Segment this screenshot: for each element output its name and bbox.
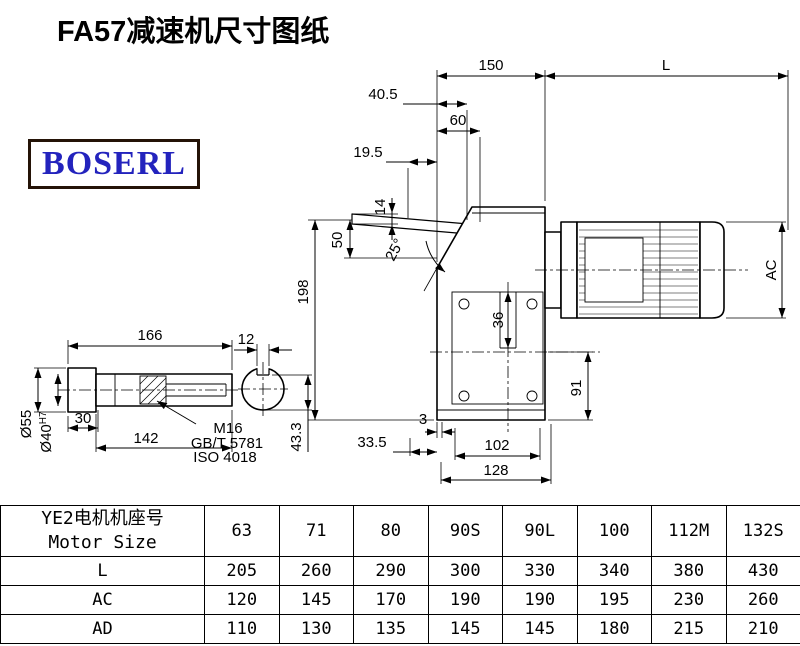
size-column-90L: 90L (502, 505, 578, 557)
table-cell: 215 (651, 614, 727, 644)
housing-details (437, 212, 545, 411)
dim-label-h7-superscript: H7 (38, 411, 49, 424)
thread-label-m16: M16 (213, 420, 242, 437)
boserl-logo: BOSERL (28, 139, 200, 189)
dim-label-50: 50 (329, 232, 346, 249)
table-header-row: YE2电机机座号 Motor Size 63 71 80 90S 90L 100… (0, 505, 800, 557)
table-cell: 210 (725, 614, 800, 644)
table-cell: 190 (502, 585, 578, 615)
table-cell: 130 (278, 614, 354, 644)
motor-size-header-cn: YE2电机机座号 (41, 507, 164, 529)
gearbox-dimension-drawing: 150 L 40.5 60 19.5 14 50 25° 198 AC 36 9… (18, 57, 789, 484)
table-cell: 145 (278, 585, 354, 615)
page-title: FA57减速机尺寸图纸 (57, 16, 330, 48)
table-cell: 230 (651, 585, 727, 615)
table-cell: 190 (427, 585, 503, 615)
thread-label-iso: ISO 4018 (193, 449, 256, 466)
table-cell: 330 (502, 556, 578, 586)
dim-label-40-5: 40.5 (368, 86, 397, 103)
table-cell: 380 (651, 556, 727, 586)
table-row-AC: AC 120 145 170 190 190 195 230 260 (0, 585, 800, 615)
table-row-L: L 205 260 290 300 330 340 380 430 (0, 556, 800, 586)
extension-lines (34, 70, 789, 484)
dim-label-12: 12 (238, 331, 255, 348)
thread-label-gb: GB/T 5781 (191, 435, 263, 452)
motor-size-header-en: Motor Size (48, 532, 157, 553)
dim-label-36: 36 (490, 312, 507, 329)
dim-label-dia40h7: Ø40H7 (38, 411, 55, 453)
motor-size-table: YE2电机机座号 Motor Size 63 71 80 90S 90L 100… (0, 505, 800, 644)
row-label-AD: AD (0, 614, 205, 644)
dim-label-L: L (662, 57, 670, 74)
size-column-132S: 132S (725, 505, 800, 557)
dim-label-142: 142 (133, 430, 158, 447)
table-cell: 260 (278, 556, 354, 586)
dim-label-dia55: Ø55 (18, 410, 35, 438)
dimension-lines (34, 72, 788, 484)
dim-label-128: 128 (483, 462, 508, 479)
dim-label-30: 30 (75, 410, 92, 427)
table-cell: 120 (204, 585, 280, 615)
table-cell: 110 (204, 614, 280, 644)
dim-label-198: 198 (295, 279, 312, 304)
table-cell: 145 (502, 614, 578, 644)
size-column-90S: 90S (427, 505, 503, 557)
table-cell: 180 (576, 614, 652, 644)
size-column-112M: 112M (651, 505, 727, 557)
table-cell: 205 (204, 556, 280, 586)
dim-label-AC: AC (763, 259, 780, 280)
table-cell: 340 (576, 556, 652, 586)
dim-label-19-5: 19.5 (353, 144, 382, 161)
table-cell: 195 (576, 585, 652, 615)
dim-label-150: 150 (478, 57, 503, 74)
dimension-labels: 150 L 40.5 60 19.5 14 50 25° 198 AC 36 9… (18, 57, 780, 479)
table-cell: 430 (725, 556, 800, 586)
table-cell: 260 (725, 585, 800, 615)
gearbox-housing (436, 206, 546, 421)
table-cell: 135 (353, 614, 429, 644)
size-column-80: 80 (353, 505, 429, 557)
dim-label-166: 166 (137, 327, 162, 344)
dim-label-33-5: 33.5 (357, 434, 386, 451)
size-column-63: 63 (204, 505, 280, 557)
dim-label-43-3: 43.3 (288, 422, 305, 451)
boserl-logo-text: BOSERL (42, 145, 186, 182)
table-cell: 290 (353, 556, 429, 586)
row-label-L: L (0, 556, 205, 586)
table-cell: 300 (427, 556, 503, 586)
row-label-AC: AC (0, 585, 205, 615)
dim-label-60: 60 (450, 112, 467, 129)
dim-label-3: 3 (419, 411, 427, 428)
dim-label-91: 91 (568, 380, 585, 397)
motor-size-header-cell: YE2电机机座号 Motor Size (0, 505, 205, 557)
table-row-AD: AD 110 130 135 145 145 180 215 210 (0, 614, 800, 644)
table-cell: 170 (353, 585, 429, 615)
table-cell: 145 (427, 614, 503, 644)
dim-label-dia40: Ø40 (38, 424, 55, 452)
dim-label-102: 102 (484, 437, 509, 454)
size-column-100: 100 (576, 505, 652, 557)
dim-label-14: 14 (372, 199, 389, 216)
dim-label-25deg: 25° (382, 236, 408, 264)
gearbox-front-view (351, 206, 546, 421)
size-column-71: 71 (278, 505, 354, 557)
